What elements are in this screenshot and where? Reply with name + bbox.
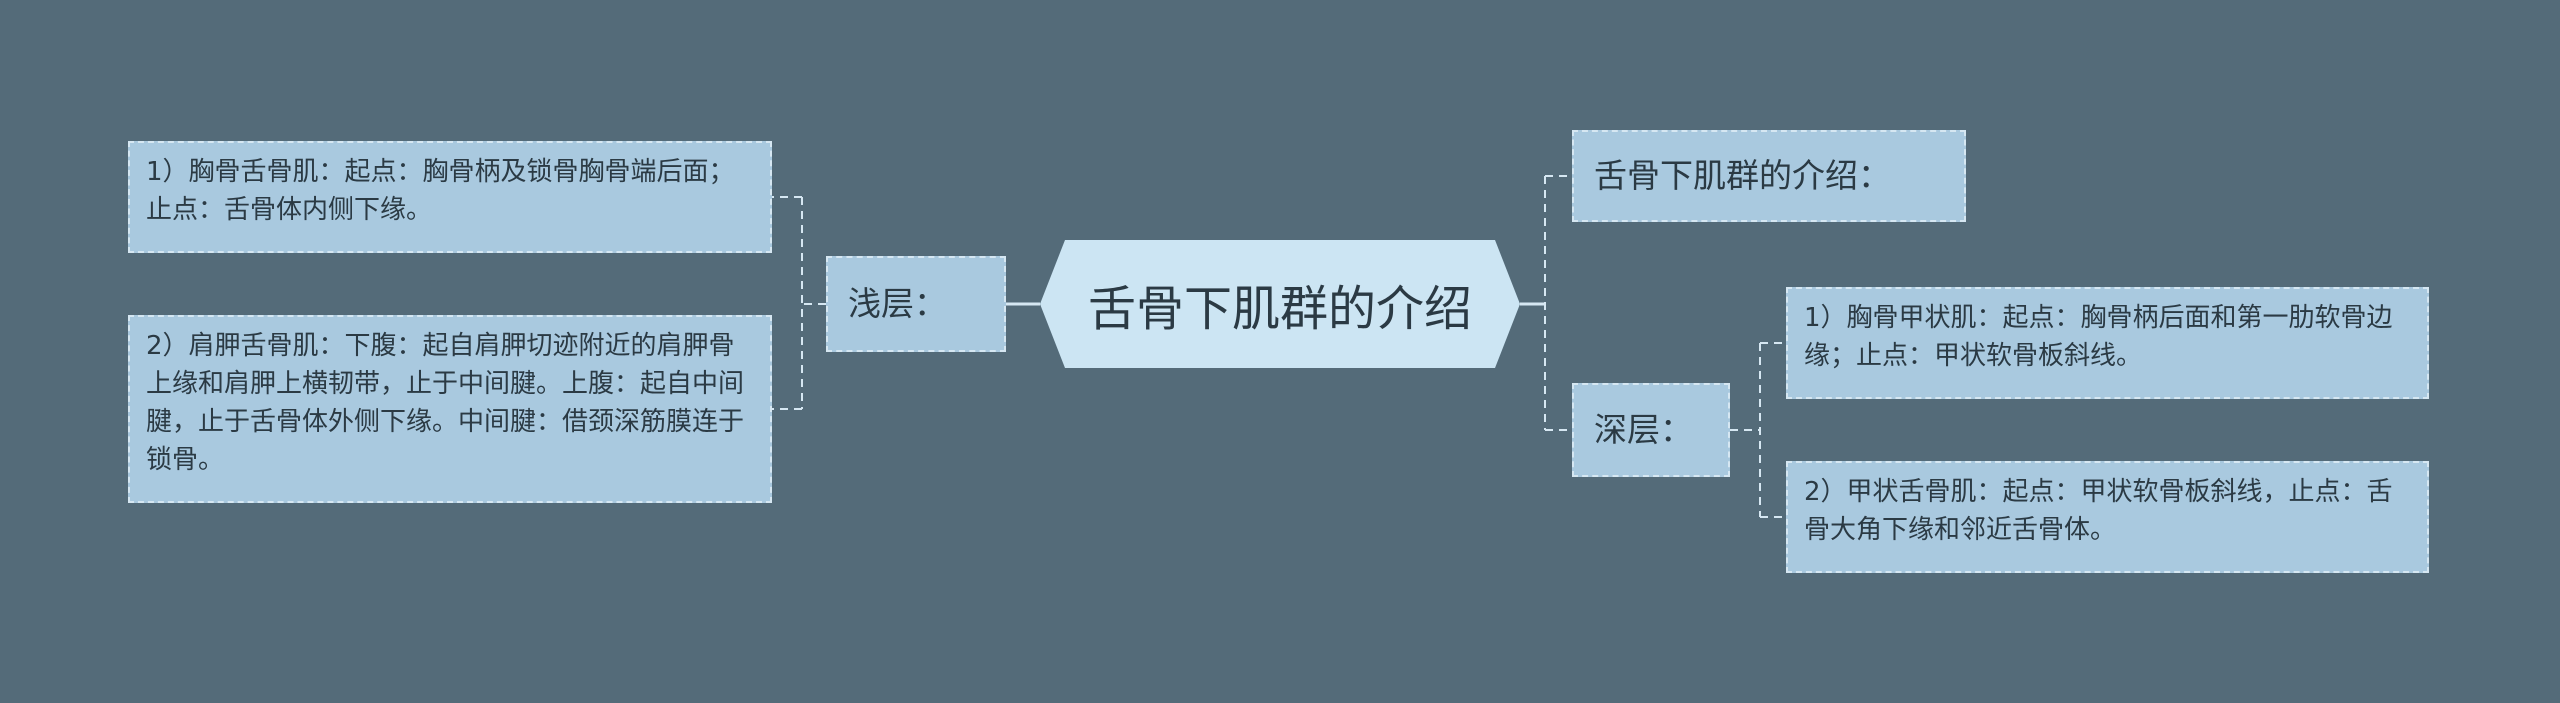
connector-right-branches xyxy=(1544,175,1572,431)
branch-intro-label: 舌骨下肌群的介绍： xyxy=(1594,156,1891,195)
left-item-1[interactable]: 1）胸骨舌骨肌：起点：胸骨柄及锁骨胸骨端后面；止点：舌骨体内侧下缘。 xyxy=(128,141,772,253)
branch-shallow-layer[interactable]: 浅层： xyxy=(826,256,1006,352)
left-item-2[interactable]: 2）肩胛舌骨肌：下腹：起自肩胛切迹附近的肩胛骨上缘和肩胛上横韧带，止于中间腱。上… xyxy=(128,315,772,503)
connector-deep-items xyxy=(1730,342,1786,518)
right-item-1-text: 1）胸骨甲状肌：起点：胸骨柄后面和第一肋软骨边缘；止点：甲状软骨板斜线。 xyxy=(1804,303,2393,371)
branch-deep-label: 深层： xyxy=(1594,410,1693,449)
right-item-1[interactable]: 1）胸骨甲状肌：起点：胸骨柄后面和第一肋软骨边缘；止点：甲状软骨板斜线。 xyxy=(1786,287,2429,399)
branch-deep-layer[interactable]: 深层： xyxy=(1572,383,1730,477)
central-topic-label: 舌骨下肌群的介绍 xyxy=(1087,281,1472,337)
left-item-2-text: 2）肩胛舌骨肌：下腹：起自肩胛切迹附近的肩胛骨上缘和肩胛上横韧带，止于中间腱。上… xyxy=(146,331,745,475)
branch-intro[interactable]: 舌骨下肌群的介绍： xyxy=(1572,130,1966,222)
connector-left-items xyxy=(772,196,826,410)
branch-shallow-label: 浅层： xyxy=(848,284,947,323)
central-topic[interactable]: 舌骨下肌群的介绍 xyxy=(1040,240,1520,368)
left-item-1-text: 1）胸骨舌骨肌：起点：胸骨柄及锁骨胸骨端后面；止点：舌骨体内侧下缘。 xyxy=(146,157,735,225)
right-item-2-text: 2）甲状舌骨肌：起点：甲状软骨板斜线，止点：舌骨大角下缘和邻近舌骨体。 xyxy=(1804,477,2393,545)
right-item-2[interactable]: 2）甲状舌骨肌：起点：甲状软骨板斜线，止点：舌骨大角下缘和邻近舌骨体。 xyxy=(1786,461,2429,573)
